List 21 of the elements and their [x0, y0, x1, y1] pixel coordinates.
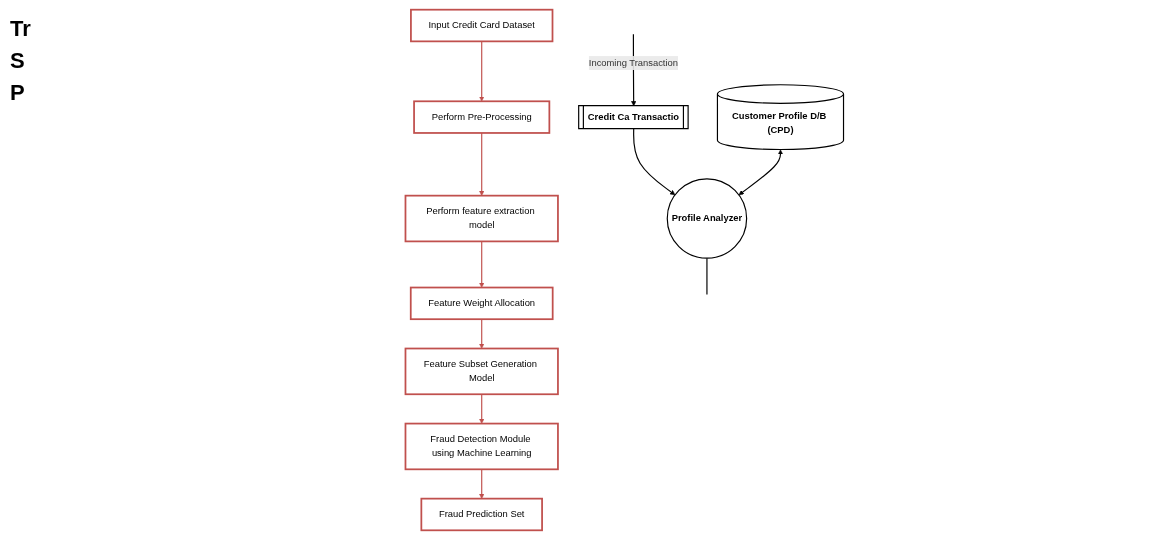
node-box: Input Credit Card Dataset: [410, 8, 554, 43]
node-box: Perform feature extraction model: [404, 194, 559, 243]
arrow: [479, 318, 485, 349]
arrow: [633, 128, 676, 196]
connector: [706, 257, 708, 296]
node-box: Feature Weight Allocation: [409, 286, 554, 321]
arrow: [479, 240, 485, 288]
node-box: Fraud Prediction Set: [420, 497, 543, 532]
partial-label: S: [10, 48, 26, 74]
edge-label: Incoming Transaction: [588, 57, 678, 68]
node-circle: Profile Analyzer: [666, 178, 748, 259]
arrow: [479, 468, 485, 499]
arrow: [738, 149, 784, 196]
node-box: Perform Pre-Processing: [413, 100, 551, 134]
partial-label: Tr: [10, 16, 32, 42]
node-box: Feature Subset Generation Model: [404, 347, 559, 396]
arrow: [479, 40, 485, 102]
partial-label: P: [10, 80, 26, 106]
arrow: [479, 393, 485, 424]
arrow: [479, 132, 485, 196]
node-box: Fraud Detection Module using Machine Learning: [404, 422, 559, 471]
